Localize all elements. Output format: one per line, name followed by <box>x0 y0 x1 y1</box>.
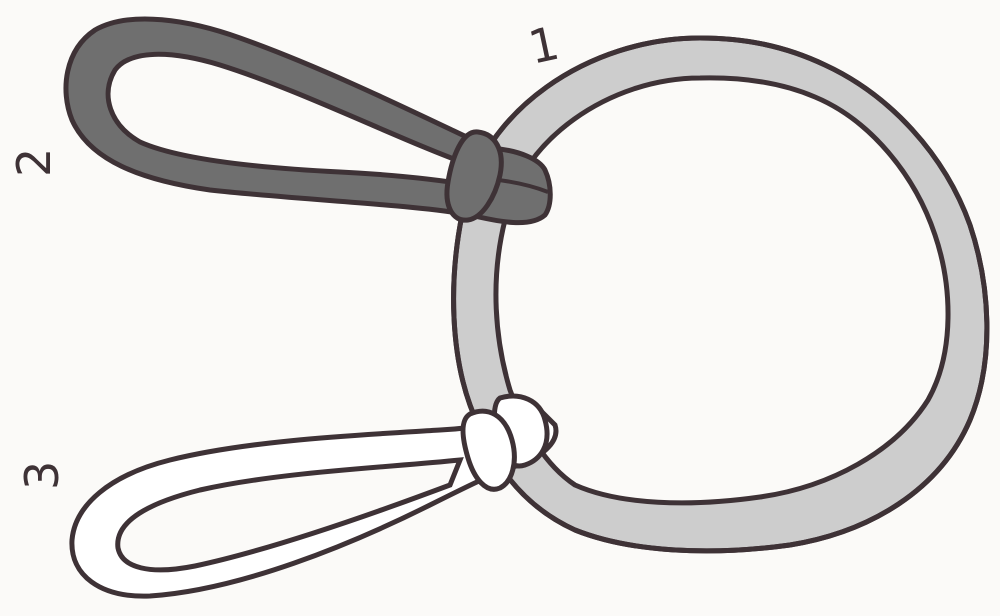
label-bottom-loop: 3 <box>15 461 69 490</box>
label-top-loop: 2 <box>7 148 61 177</box>
label-ring: 1 <box>524 16 564 75</box>
bottom-loop <box>69 393 559 599</box>
top-loop <box>63 16 553 226</box>
ring <box>451 35 990 554</box>
